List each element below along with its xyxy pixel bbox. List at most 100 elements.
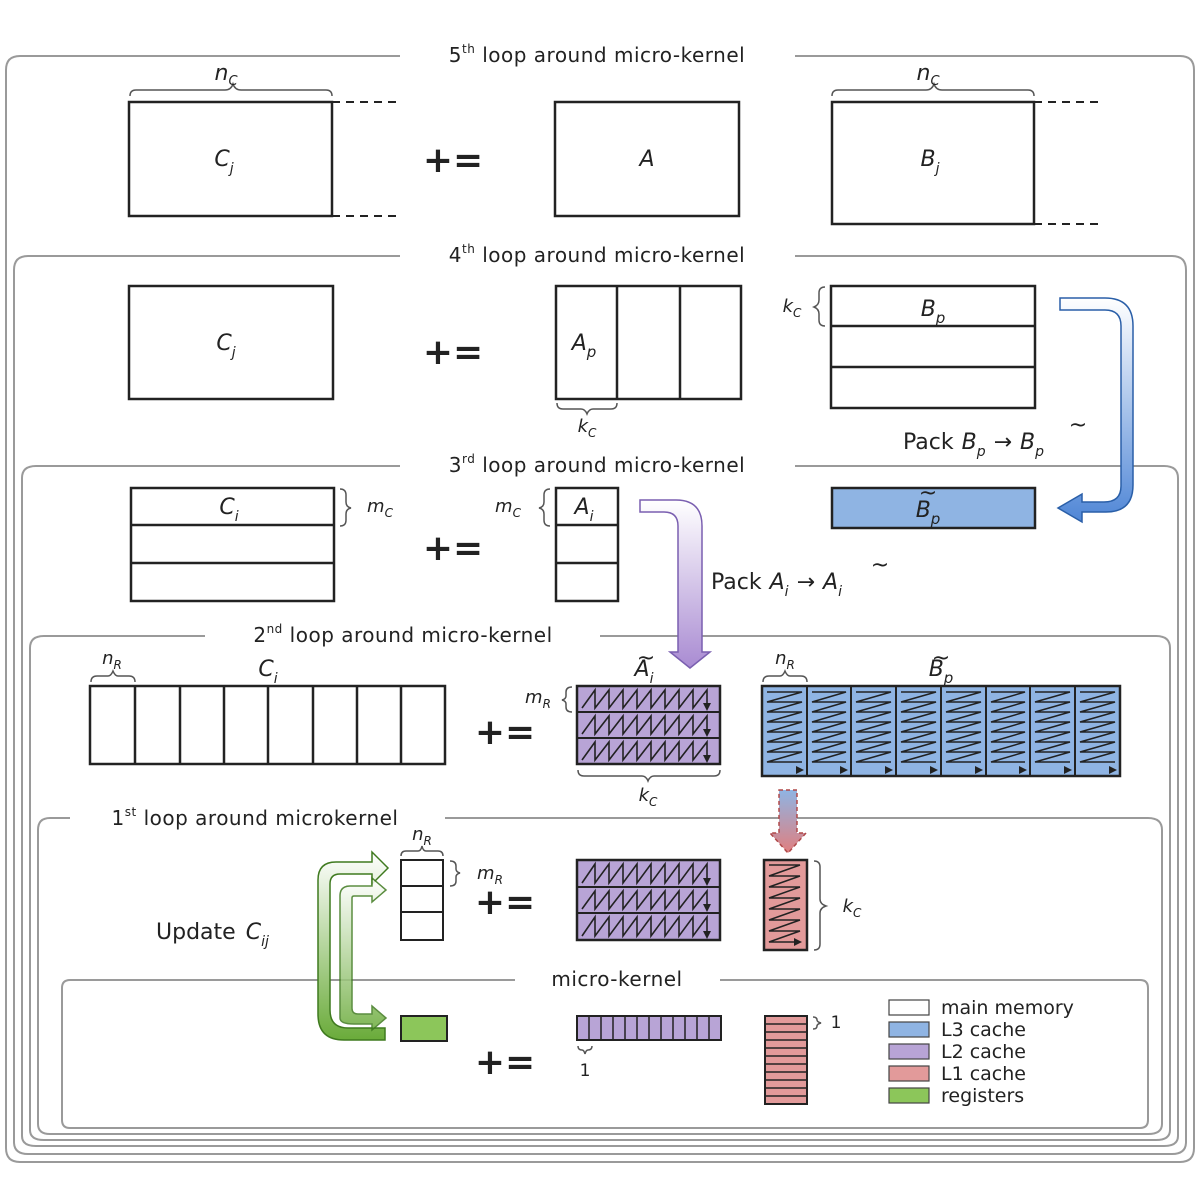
label-Ci-3rd: Ci: [219, 495, 238, 525]
tilde-pack-Ai: ~: [871, 553, 889, 578]
matrix-Bj: [830, 100, 1036, 226]
brace-kc-L1: [813, 860, 829, 951]
register-block: [400, 1015, 448, 1042]
frame-5th-loop: [5, 55, 1195, 1163]
arrow-update-Cij-inner: [339, 876, 388, 1032]
row-1st-loop: [400, 859, 444, 941]
label-Ap: Ap: [570, 331, 597, 361]
label-mc-Ci: mC: [367, 496, 394, 520]
zigzag-panel: [766, 691, 803, 763]
matrix-A: [553, 100, 741, 218]
zigzag-arrowhead: [796, 766, 804, 774]
legend-label: main memory: [941, 997, 1074, 1019]
packed-Bp-L1-panel: [762, 858, 809, 952]
brace-nc-Bj: [831, 81, 1035, 97]
zigzag-panel: [855, 691, 892, 763]
legend-swatch: [888, 1021, 930, 1038]
matrix-Ap-blocks: [554, 486, 620, 603]
frame-micro-kernel: [61, 979, 1149, 1129]
zigzag-arrowhead: [840, 766, 848, 774]
plus-equals-micro: +=: [475, 1042, 535, 1083]
label-nc-top-right: nC: [916, 61, 940, 89]
brace-kc-Ap: [556, 402, 618, 417]
title-2nd-loop: 2nd loop around micro-kernel: [253, 622, 552, 647]
label-nc-top-left: nC: [214, 61, 238, 89]
matrix-B-panels: [829, 284, 1037, 410]
tilde-Bp-packed: ~: [919, 481, 937, 506]
dashed-extensions-5th: [332, 101, 1100, 225]
legend-swatch: [888, 1065, 930, 1082]
label-Ai-2nd: Ai: [633, 657, 654, 687]
brace-mc-Ai: [538, 488, 551, 527]
title-3rd-loop: 3rd loop around micro-kernel: [449, 452, 745, 477]
brace-mc-Ci: [339, 488, 352, 527]
label-Bp-2nd: Bp: [929, 657, 954, 687]
matrix-Cj-blocks: [129, 486, 336, 603]
brace-one-A: [577, 1045, 593, 1055]
label-nr-Ci: nR: [102, 648, 122, 672]
brace-nr-Bp: [762, 668, 808, 683]
legend-swatch: [888, 1087, 930, 1104]
tilde-pack-Bp: ~: [1069, 413, 1087, 438]
tilde-Ai-2nd: ~: [637, 646, 655, 671]
tilde-Bp-2nd: ~: [932, 646, 950, 671]
label-Cj-5th: Cj: [214, 147, 233, 177]
arrow-Bp-to-L1: [768, 789, 808, 855]
zigzag-panel: [990, 691, 1026, 763]
zigzag-arrowhead: [1019, 766, 1027, 774]
micro-B-column: [764, 1015, 808, 1105]
packed-Ai-L2: [575, 684, 722, 766]
legend-label: registers: [941, 1085, 1024, 1107]
row-5th-loop: [127, 100, 1036, 226]
plus-equals-2nd: +=: [475, 712, 535, 753]
legend-label: L2 cache: [941, 1041, 1026, 1063]
frame-1st-loop: [37, 817, 1163, 1135]
label-mc-Ai: mC: [495, 496, 522, 520]
label-Cj-4th: Cj: [216, 331, 235, 361]
plus-equals-5th: +=: [423, 140, 483, 181]
row-3rd-loop: [129, 486, 620, 603]
label-kc-Ap: kC: [578, 416, 597, 440]
title-micro-kernel: micro-kernel: [551, 967, 682, 991]
arrow-update-Cij: [317, 850, 390, 1041]
label-Ci-2nd: Ci: [258, 657, 277, 687]
label-mr-Ai: mR: [525, 687, 551, 711]
title-1st-loop: 1st loop around microkernel: [112, 805, 399, 830]
zigzag-panel: [1079, 691, 1116, 763]
frame-2nd-loop: [29, 635, 1171, 1141]
zigzag-arrowhead: [930, 766, 938, 774]
zigzag-arrowhead: [885, 766, 893, 774]
legend-label: L1 cache: [941, 1063, 1026, 1085]
plus-equals-3rd: +=: [423, 528, 483, 569]
label-kc-L1: kC: [843, 896, 862, 920]
matrix-Cj-4th: [127, 284, 335, 401]
label-Ai-3rd: Ai: [573, 495, 594, 525]
legend-label: L3 cache: [941, 1019, 1026, 1041]
loop-frames: [5, 55, 1195, 1163]
frame-3rd-loop: [21, 465, 1179, 1147]
brace-nr-Ci: [90, 668, 136, 683]
label-kc-Bp: kC: [783, 296, 802, 320]
label-Bp: Bp: [921, 297, 946, 327]
row-2nd-loop: [88, 684, 447, 766]
brace-mr-Cij: [449, 860, 461, 887]
legend-swatch: [888, 1043, 930, 1060]
brace-nr-Cij: [400, 845, 444, 857]
label-A-5th: A: [637, 147, 654, 172]
matrix-Cij-column: [400, 859, 444, 941]
micro-A-row: [576, 1015, 722, 1041]
zigzag-panel: [945, 691, 982, 763]
zigzag-panel: [811, 691, 847, 763]
plus-equals-1st: +=: [475, 882, 535, 923]
packed-Bp-L3-panels: [760, 684, 1122, 778]
frame-4th-loop: [13, 255, 1187, 1155]
label-nr-Bp: nR: [775, 648, 795, 672]
arrow-pack-Ai: [639, 499, 713, 669]
packed-Ai-L2-1st: [575, 858, 722, 942]
brace-kc-Ai: [577, 769, 721, 784]
zigzag-panel: [900, 691, 937, 763]
